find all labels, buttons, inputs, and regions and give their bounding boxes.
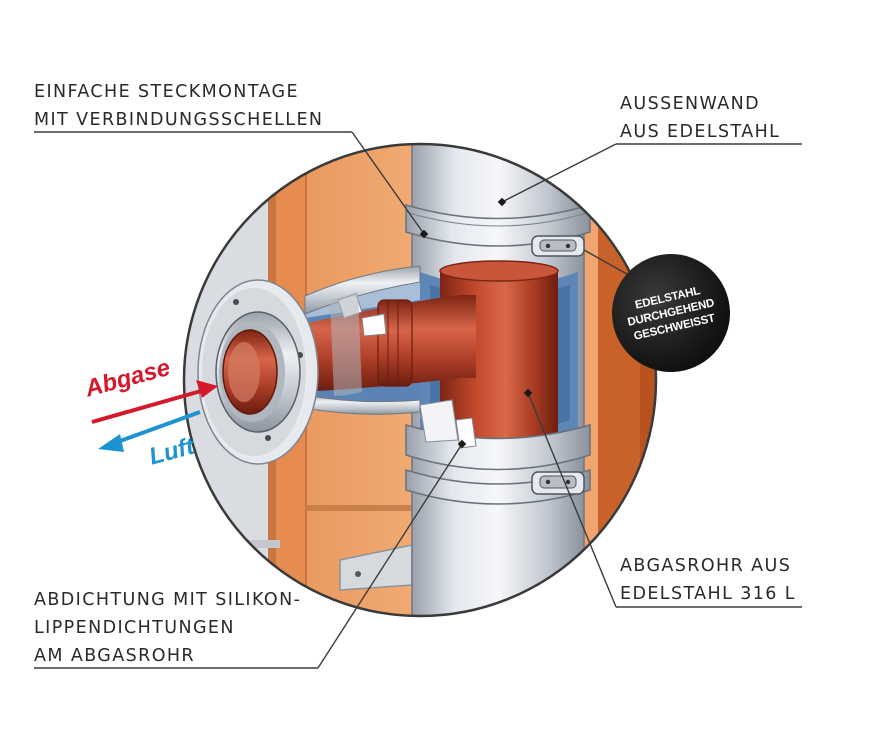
callout-outer-wall: AUSSENWAND AUS EDELSTAHL — [620, 90, 780, 146]
clamp-latch-lower — [531, 471, 585, 495]
exhaust-arrow — [91, 380, 218, 424]
callout-sealing-line1: ABDICHTUNG MIT SILIKON- — [34, 590, 302, 610]
clamp-latch-upper — [531, 235, 585, 257]
air-arrow — [98, 410, 201, 452]
leader-lines — [34, 131, 802, 669]
callout-sealing-line2: LIPPENDICHTUNGEN — [34, 618, 235, 638]
magnifier-circle — [182, 142, 658, 618]
callout-outer-wall-line2: AUS EDELSTAHL — [620, 122, 781, 142]
callout-sealing-line3: AM ABGASROHR — [34, 646, 195, 666]
callout-mounting-line2: MIT VERBINDUNGSSCHELLEN — [34, 110, 324, 130]
callout-flue-pipe-line1: ABGASROHR AUS — [620, 556, 792, 576]
callout-flue-pipe: ABGASROHR AUS EDELSTAHL 316 L — [620, 552, 796, 608]
callout-outer-wall-line1: AUSSENWAND — [620, 94, 761, 114]
callout-sealing: ABDICHTUNG MIT SILIKON- LIPPENDICHTUNGEN… — [34, 586, 301, 670]
callout-mounting-line1: EINFACHE STECKMONTAGE — [34, 82, 299, 102]
callout-mounting: EINFACHE STECKMONTAGE MIT VERBINDUNGSSCH… — [34, 78, 323, 134]
magnified-view — [184, 144, 656, 616]
silicone-seal-vertical — [419, 399, 459, 443]
callout-flue-pipe-line2: EDELSTAHL 316 L — [620, 584, 796, 604]
